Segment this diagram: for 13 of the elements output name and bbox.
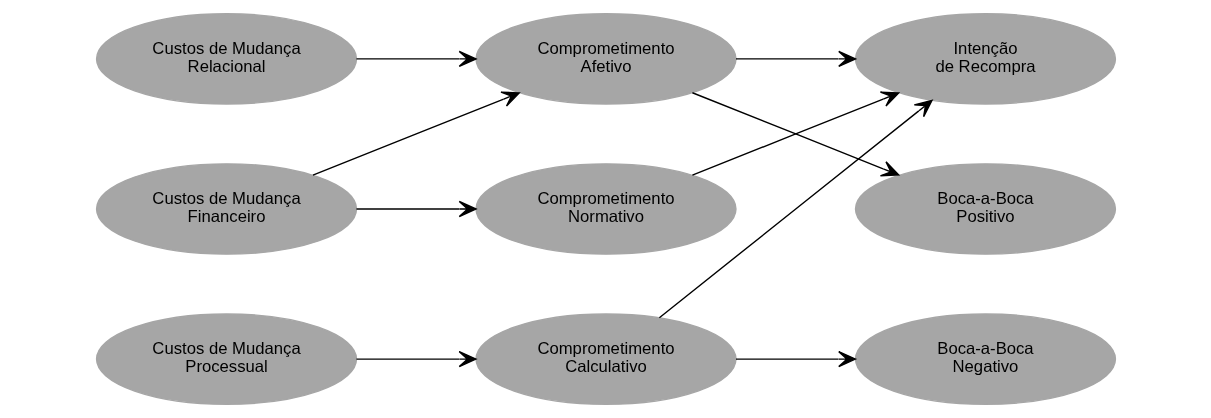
arrow — [355, 200, 477, 218]
arrow — [355, 350, 477, 368]
node-ellipse: Comprometimento Calculativo — [474, 313, 737, 405]
node-ellipse: Boca-a-Boca Negativo — [854, 313, 1116, 405]
arrow — [355, 50, 477, 68]
arrow — [658, 99, 933, 319]
arrow — [311, 91, 520, 176]
node-ellipse: Custos de Mudança Processual — [95, 313, 357, 405]
node-ellipse: Custos de Mudança Financeiro — [95, 163, 357, 255]
arrow — [734, 350, 856, 368]
arrow — [734, 50, 856, 68]
node-ellipse: Custos de Mudança Relacional — [95, 13, 357, 105]
node-ellipse: Comprometimento Normativo — [474, 163, 737, 255]
